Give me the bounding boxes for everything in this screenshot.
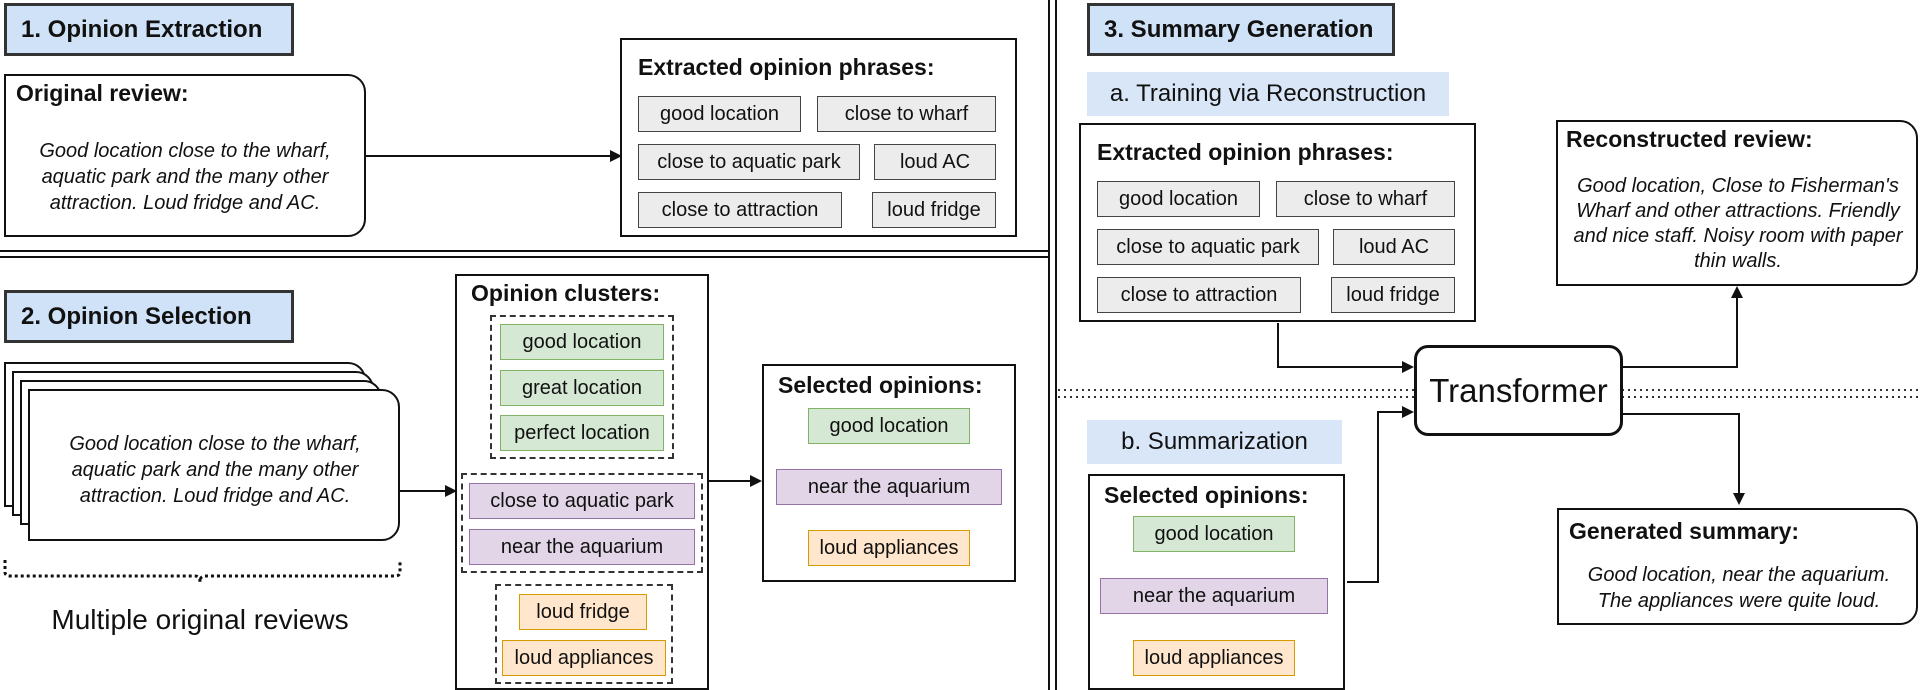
- review-card-front: Good location close to the wharf, aquati…: [28, 389, 400, 541]
- original-review-title: Original review:: [16, 80, 189, 106]
- generated-summary-title: Generated summary:: [1569, 518, 1800, 544]
- section-title-opinion-selection: 2. Opinion Selection: [4, 290, 294, 343]
- phrase-chip: loud AC: [1333, 229, 1455, 265]
- phrase-chip: loud fridge: [1331, 277, 1455, 313]
- original-review-box: Original review: Good location close to …: [4, 74, 366, 237]
- reconstructed-review-box: Reconstructed review: Good location, Clo…: [1556, 120, 1918, 286]
- reconstructed-review-text: Good location, Close to Fisherman's Whar…: [1573, 175, 1903, 272]
- selected-chip: good location: [1133, 516, 1295, 552]
- review-text: Good location close to the wharf, aquati…: [69, 433, 361, 507]
- cluster-chip: perfect location: [500, 415, 664, 451]
- phrase-chip: close to wharf: [817, 96, 996, 132]
- opinion-clusters-title: Opinion clusters:: [471, 280, 661, 306]
- cluster-green: [490, 315, 674, 459]
- reconstructed-review-title: Reconstructed review:: [1566, 126, 1813, 152]
- transformer-block: Transformer: [1414, 345, 1623, 436]
- section-title-summary-generation: 3. Summary Generation: [1087, 3, 1395, 56]
- phrase-chip: close to aquatic park: [1097, 229, 1319, 265]
- subtitle-training: a. Training via Reconstruction: [1087, 72, 1449, 116]
- cluster-orange: [495, 584, 673, 684]
- cluster-chip: near the aquarium: [469, 529, 695, 565]
- selected-chip: loud appliances: [808, 530, 970, 566]
- selected-chip: good location: [808, 408, 970, 444]
- cluster-chip: close to aquatic park: [469, 483, 695, 519]
- generated-summary-box: Generated summary: Good location, near t…: [1557, 508, 1918, 625]
- phrase-chip: good location: [1097, 181, 1260, 217]
- cluster-purple: [461, 473, 703, 573]
- extracted-phrases-title: Extracted opinion phrases:: [638, 54, 935, 80]
- extracted-phrases-title: Extracted opinion phrases:: [1097, 139, 1394, 165]
- cluster-chip: good location: [500, 324, 664, 360]
- selected-opinions-title: Selected opinions:: [1104, 482, 1309, 508]
- extracted-phrases-box: Extracted opinion phrases: good location…: [620, 38, 1017, 237]
- selected-chip: near the aquarium: [1100, 578, 1328, 614]
- multiple-reviews-label: Multiple original reviews: [51, 604, 349, 635]
- brace-multiple-reviews: [3, 560, 402, 583]
- arrow-to-summary: [1623, 413, 1745, 505]
- arrow-selected-to-transformer: [1347, 406, 1414, 583]
- phrase-chip: loud fridge: [872, 192, 996, 228]
- extracted-phrases-box-training: Extracted opinion phrases: good location…: [1079, 123, 1476, 322]
- cluster-chip: loud fridge: [519, 594, 647, 630]
- section-title-opinion-extraction: 1. Opinion Extraction: [4, 3, 294, 56]
- original-review-text: Good location close to the wharf, aquati…: [39, 140, 331, 214]
- cluster-chip: great location: [500, 370, 664, 406]
- phrase-chip: close to attraction: [638, 192, 842, 228]
- generated-summary-text: Good location, near the aquarium. The ap…: [1587, 564, 1891, 612]
- phrase-chip: good location: [638, 96, 801, 132]
- cluster-chip: loud appliances: [502, 640, 666, 676]
- arrow-phrases-to-transformer: [1277, 323, 1414, 373]
- phrase-chip: close to aquatic park: [638, 144, 860, 180]
- selected-opinions-title: Selected opinions:: [778, 372, 983, 398]
- phrase-chip: close to wharf: [1276, 181, 1455, 217]
- phrase-chip: loud AC: [874, 144, 996, 180]
- selected-chip: loud appliances: [1133, 640, 1295, 676]
- subtitle-summarization: b. Summarization: [1087, 420, 1342, 464]
- selected-chip: near the aquarium: [776, 469, 1002, 505]
- phrase-chip: close to attraction: [1097, 277, 1301, 313]
- arrow-to-reconstructed: [1623, 286, 1743, 368]
